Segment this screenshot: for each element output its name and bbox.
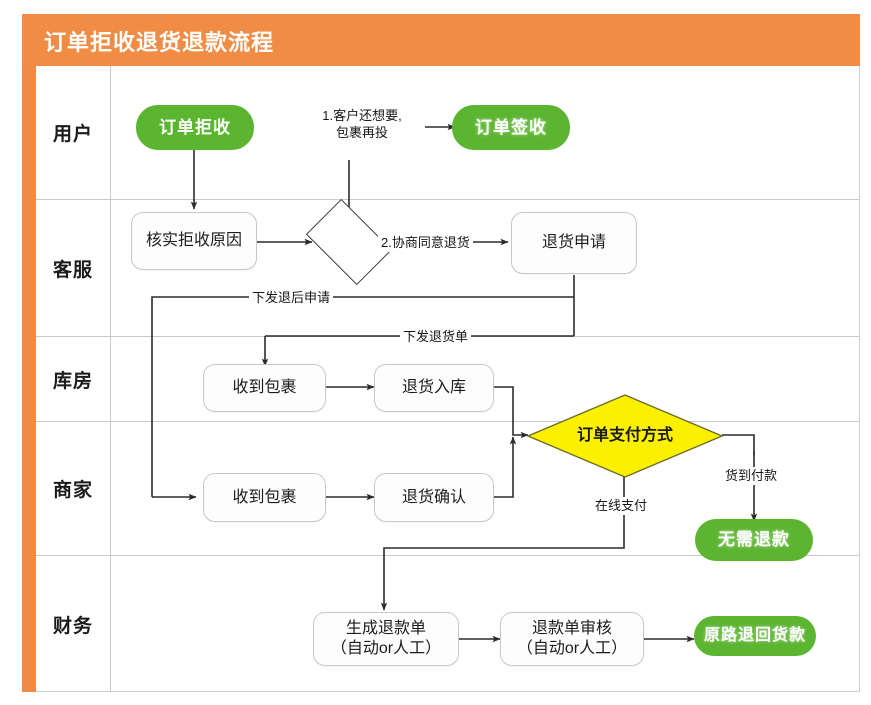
node-return-into-stock-label: 退货入库 [401, 379, 466, 396]
node-merchant-receive-parcel[interactable]: 收到包裹 [203, 473, 326, 522]
edge-label-online-payment: 在线支付 [592, 497, 651, 515]
edge-label-negotiate-agree: 2.协商同意退货 [378, 234, 473, 252]
edge-label-customer-wants-line2: 包裹再投 [335, 124, 388, 140]
node-return-request[interactable]: 退货申请 [511, 212, 637, 274]
edge-label-issue-after-sale: 下发退后申请 [249, 289, 334, 307]
edge-label-cash-on-delivery: 货到付款 [722, 467, 781, 485]
lane-label-cell-merchant: 商家 [36, 422, 111, 555]
edge-label-customer-wants-line1: 1.客户还想要, [322, 108, 402, 123]
node-payment-method-decision-label: 订单支付方式 [576, 427, 673, 444]
edge-label-issue-return-order: 下发退货单 [400, 328, 472, 346]
lane-label-finance: 财务 [52, 615, 93, 637]
left-accent-bar [22, 14, 36, 692]
node-return-request-label: 退货申请 [541, 234, 606, 251]
node-create-refund-order-label-line1: 生成退款单 [345, 620, 426, 637]
node-no-refund-needed[interactable]: 无需退款 [695, 519, 813, 561]
node-order-sign-label: 订单签收 [475, 117, 547, 137]
lane-label-cell-user: 用户 [36, 66, 111, 199]
node-create-refund-order-label-line2: （自动or人工） [330, 640, 442, 657]
lane-row-finance: 财务 [36, 556, 860, 692]
node-refund-original-route-label: 原路退回货款 [703, 627, 806, 644]
node-payment-method-decision-labelwrap: 订单支付方式 [526, 393, 724, 479]
page-title: 订单拒收退货退款流程 [44, 30, 275, 55]
lane-label-merchant: 商家 [52, 480, 93, 501]
node-no-refund-needed-label: 无需退款 [718, 530, 790, 550]
node-refund-original-route[interactable]: 原路退回货款 [694, 616, 816, 656]
lane-label-cell-finance: 财务 [36, 556, 111, 692]
node-create-refund-order[interactable]: 生成退款单 （自动or人工） [313, 612, 459, 666]
lane-label-customer-service: 客服 [52, 259, 93, 281]
lane-label-cell-customer-service: 客服 [36, 200, 111, 336]
node-verify-reject-reason[interactable]: 核实拒收原因 [131, 212, 257, 270]
node-return-confirm-label: 退货确认 [401, 488, 466, 506]
node-warehouse-receive-parcel-label: 收到包裹 [232, 379, 297, 396]
node-order-reject[interactable]: 订单拒收 [136, 105, 254, 150]
node-order-reject-label: 订单拒收 [159, 117, 231, 137]
node-return-confirm[interactable]: 退货确认 [374, 473, 494, 522]
node-verify-reject-reason-label: 核实拒收原因 [145, 232, 242, 249]
node-audit-refund-order[interactable]: 退款单审核 （自动or人工） [500, 612, 644, 666]
node-audit-refund-order-label-line1: 退款单审核 [531, 620, 612, 637]
node-payment-method-decision[interactable] [526, 393, 724, 479]
node-merchant-receive-parcel-label: 收到包裹 [232, 488, 297, 506]
lane-label-cell-warehouse: 库房 [36, 337, 111, 421]
title-bar: 订单拒收退货退款流程 [22, 14, 860, 66]
lane-row-user: 用户 [36, 66, 860, 200]
lane-label-user: 用户 [52, 124, 93, 145]
edge-label-customer-wants: 1.客户还想要, 包裹再投 [313, 108, 411, 142]
node-warehouse-receive-parcel[interactable]: 收到包裹 [203, 364, 326, 412]
node-audit-refund-order-label-line2: （自动or人工） [516, 640, 628, 657]
lane-label-warehouse: 库房 [52, 370, 93, 392]
node-order-sign[interactable]: 订单签收 [452, 105, 570, 150]
node-return-into-stock[interactable]: 退货入库 [374, 364, 494, 412]
